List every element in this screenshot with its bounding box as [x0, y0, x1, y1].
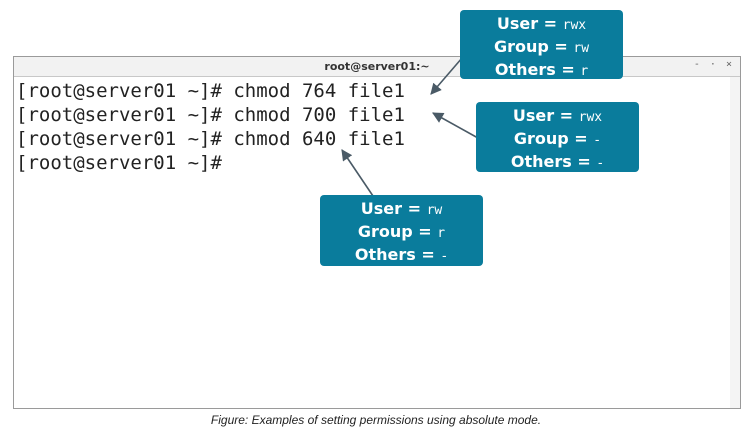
- callout-group: Group = r: [357, 222, 446, 241]
- callout-700: User = rwx Group = - Others = -: [476, 102, 639, 172]
- terminal-line-1: [root@server01 ~]# chmod 764 file1: [16, 80, 405, 102]
- callout-user: User = rwx: [496, 14, 587, 33]
- callout-others: Others = r: [494, 60, 589, 79]
- terminal-output[interactable]: [root@server01 ~]# chmod 764 file1 [root…: [16, 79, 728, 406]
- terminal-line-3: [root@server01 ~]# chmod 640 file1: [16, 128, 405, 150]
- callout-640: User = rw Group = r Others = -: [320, 195, 483, 266]
- callout-others: Others = -: [354, 245, 449, 264]
- window-titlebar[interactable]: root@server01:~ - · ×: [14, 57, 740, 77]
- callout-user: User = rw: [360, 199, 443, 218]
- figure-caption: Figure: Examples of setting permissions …: [210, 413, 542, 427]
- window-title: root@server01:~: [324, 60, 430, 73]
- window-controls[interactable]: - · ×: [693, 59, 734, 70]
- terminal-line-2: [root@server01 ~]# chmod 700 file1: [16, 104, 405, 126]
- callout-others: Others = -: [510, 152, 605, 171]
- terminal-scrollbar[interactable]: [730, 77, 740, 408]
- callout-user: User = rwx: [512, 106, 603, 125]
- callout-group: Group = -: [513, 129, 602, 148]
- terminal-prompt-line: [root@server01 ~]#: [16, 152, 222, 174]
- callout-764: User = rwx Group = rw Others = r: [460, 10, 623, 79]
- callout-group: Group = rw: [493, 37, 590, 56]
